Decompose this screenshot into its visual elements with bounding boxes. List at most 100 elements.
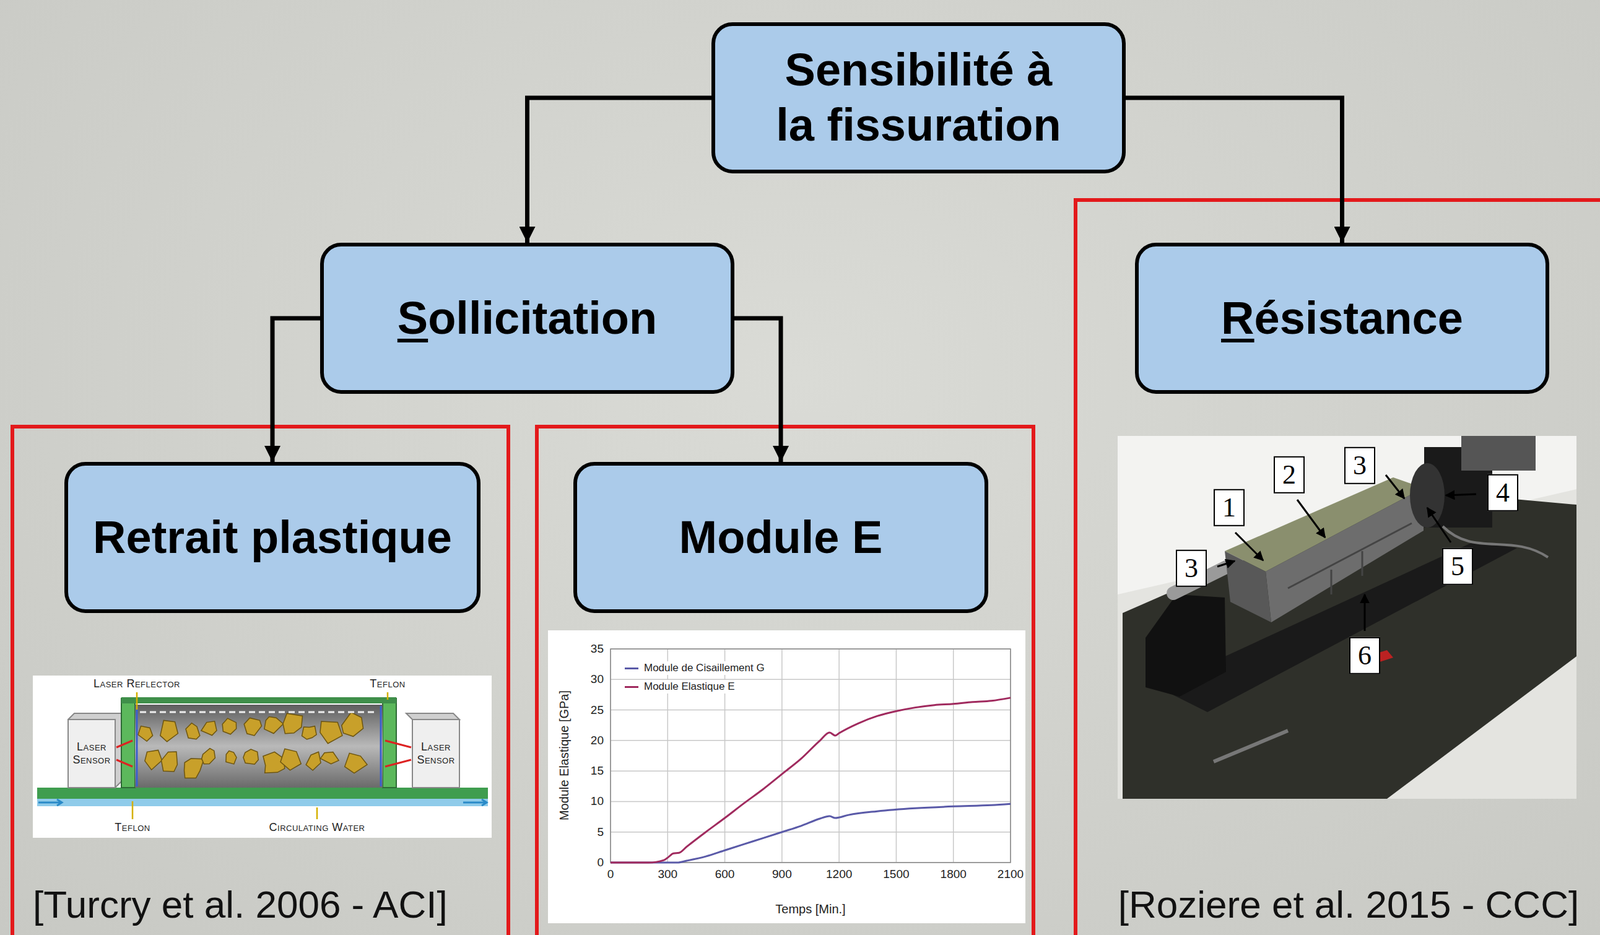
panel-frame — [536, 426, 1034, 935]
aggregate — [344, 752, 368, 773]
callout-number: 2 — [1273, 456, 1305, 494]
axis-tick: 300 — [657, 867, 678, 882]
shrinkage-rig — [116, 740, 412, 767]
grid-line — [838, 648, 840, 863]
part-label: Laser Reflector — [93, 677, 181, 691]
node-label: Sollicitation — [397, 291, 657, 347]
flexural-rig-photo — [1217, 474, 1477, 631]
axis-tick: 1800 — [940, 867, 967, 882]
axis-tick: 10 — [590, 794, 604, 809]
callout-number: 3 — [1175, 549, 1207, 587]
flexural-rig-photo — [1235, 532, 1264, 561]
connector-arrow — [734, 318, 781, 462]
shrinkage-rig — [136, 692, 139, 710]
legend-swatch — [624, 686, 639, 688]
node-label: Résistance — [1221, 291, 1464, 347]
axis-title: Module Elastique [GPa] — [557, 690, 572, 821]
flexural-rig-photo — [1117, 435, 1577, 799]
aggregate — [320, 721, 343, 744]
aggregate — [264, 717, 284, 734]
shrinkage-rig — [380, 705, 383, 787]
shrinkage-rig — [121, 697, 397, 704]
aggregate — [226, 751, 237, 765]
grid-line — [952, 648, 955, 863]
shrinkage-rig — [316, 807, 319, 820]
panel-frame — [12, 200, 1600, 935]
part-label: Laser Sensor — [413, 740, 459, 766]
aggregate — [138, 712, 368, 779]
shrinkage-rig — [68, 713, 122, 788]
flexural-rig-photo — [1427, 507, 1451, 543]
callout-number: 5 — [1442, 547, 1474, 586]
flexural-rig-photo — [1117, 435, 1577, 799]
panel-frame — [1075, 200, 1600, 935]
aggregate — [341, 712, 364, 737]
shrinkage-rig — [406, 713, 460, 720]
aggregate — [185, 723, 200, 740]
elastic-modulus-curve — [610, 697, 1011, 863]
flexural-rig-photo — [1364, 594, 1366, 631]
axis-title: Temps [Min.] — [775, 902, 846, 917]
callout-number: 3 — [1344, 447, 1376, 485]
part-label: Laser Sensor — [68, 740, 115, 766]
aggregate — [243, 749, 259, 765]
aggregate — [243, 717, 262, 736]
axis-tick: 20 — [590, 733, 604, 748]
axis-tick: 2100 — [997, 867, 1024, 882]
part-label: Circulating Water — [269, 821, 366, 835]
aggregate — [305, 751, 321, 771]
shrinkage-rig — [32, 675, 492, 838]
grid-line — [895, 648, 898, 863]
axis-tick: 1200 — [826, 867, 853, 882]
aggregate — [138, 726, 153, 742]
flexural-rig-photo — [1385, 474, 1405, 499]
aggregate — [201, 748, 216, 765]
axis-tick: 900 — [772, 867, 792, 882]
grid-line — [610, 770, 1011, 772]
flexural-rig-photo — [1217, 560, 1235, 567]
callout-number: 6 — [1349, 637, 1381, 675]
grid-line — [610, 709, 1011, 711]
shrinkage-rig — [38, 799, 487, 806]
aggregate — [320, 752, 340, 765]
leaf-box: Module E — [573, 461, 989, 614]
connector-arrow — [272, 318, 321, 462]
callout-number: 4 — [1487, 474, 1519, 512]
shrinkage-rig — [131, 801, 134, 820]
flexural-rig-photo — [1445, 494, 1477, 496]
modulus-chart — [547, 630, 1026, 924]
aggregate — [302, 726, 318, 740]
citation: [Turcry et al. 2006 - ACI] — [32, 882, 448, 927]
shrinkage-rig — [68, 719, 116, 788]
flexural-rig-photo — [1213, 730, 1288, 762]
flexural-rig-photo — [1265, 487, 1424, 623]
grid-line — [610, 801, 1011, 803]
axis-tick: 15 — [590, 764, 604, 778]
grid-line — [610, 739, 1011, 742]
shrinkage-rig — [412, 719, 460, 788]
aggregate — [280, 748, 301, 771]
aggregate — [160, 720, 179, 742]
grid-line — [781, 648, 783, 863]
aggregate — [222, 718, 237, 735]
node-label: Sensibilité à la fissuration — [767, 42, 1071, 153]
flexural-rig-photo — [1409, 463, 1445, 528]
aggregate — [282, 713, 303, 734]
modulus-chart — [547, 630, 1026, 924]
part-label: Teflon — [369, 677, 405, 691]
shrinkage-rig — [37, 787, 488, 799]
shear-modulus-curve — [610, 803, 1011, 863]
axis-tick: 600 — [715, 867, 735, 882]
node-label: Module E — [679, 510, 883, 566]
leaf-box: Retrait plastique — [64, 461, 481, 614]
shrinkage-rig — [139, 711, 378, 714]
legend-text: Module Elastique E — [642, 679, 737, 694]
shrinkage-rig — [136, 705, 139, 787]
axis-tick: 35 — [590, 642, 604, 656]
legend-swatch — [624, 667, 639, 670]
callout-number: 1 — [1213, 489, 1245, 527]
flexural-rig-photo — [1287, 523, 1412, 595]
shrinkage-rig — [32, 675, 492, 838]
axis-tick: 0 — [607, 867, 615, 882]
